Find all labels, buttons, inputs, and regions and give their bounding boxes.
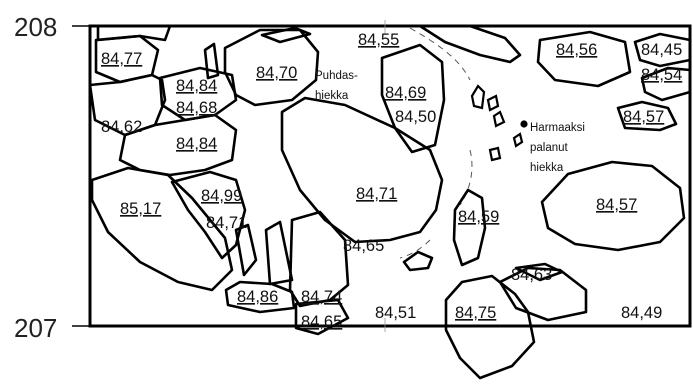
- region-outlines: [88, 24, 692, 380]
- region-ab: [514, 262, 564, 282]
- elevation-label: 84,74: [301, 288, 342, 306]
- region-u: [640, 66, 692, 102]
- elevation-label: 84,65: [301, 313, 342, 331]
- elevation-label: 84,86: [237, 288, 278, 306]
- elevation-label: 84,75: [455, 304, 496, 322]
- puhdas-hiekka-line1: Puhdas-: [315, 70, 358, 82]
- region-p: [280, 96, 444, 244]
- region-j: [170, 170, 247, 260]
- elevation-label: 84,63: [511, 266, 552, 284]
- axis-label-bottom: 207: [14, 313, 57, 343]
- region-r: [418, 24, 522, 64]
- region-q: [380, 43, 446, 154]
- harmaaksi-palanut-line1: Harmaaksi: [530, 122, 585, 134]
- region-t: [633, 32, 692, 68]
- region-k: [234, 223, 258, 277]
- region-h: [118, 113, 238, 177]
- pebble-2: [486, 94, 500, 112]
- puhdas-hiekka-line2: hiekka: [315, 90, 349, 102]
- sample-point-dot: [520, 120, 528, 128]
- elevation-label: 84,70: [256, 64, 297, 82]
- elevation-label: 84,99: [201, 187, 242, 205]
- region-b: [96, 24, 172, 42]
- elevation-label: 84,69: [385, 84, 426, 102]
- elevation-label: 84,68: [176, 99, 217, 117]
- pebble-4: [488, 146, 502, 162]
- elevation-label: 84,62: [101, 118, 142, 136]
- pebble-3: [492, 110, 506, 128]
- pebble-outlines: [470, 84, 524, 162]
- region-d: [158, 66, 238, 122]
- pebble-5: [512, 132, 524, 148]
- region-c: [88, 73, 167, 137]
- elevation-label: 84,57: [596, 196, 637, 214]
- elevation-label: 84,65: [343, 237, 384, 255]
- elevation-label: 84,51: [375, 304, 416, 322]
- harmaaksi-palanut-line2: palanut: [530, 142, 569, 154]
- elevation-label: 84,84: [176, 77, 217, 95]
- region-l: [264, 220, 294, 286]
- pebble-1: [470, 84, 486, 110]
- elevation-label: 85,17: [120, 200, 161, 218]
- region-z: [498, 266, 588, 322]
- map-frame: [88, 24, 692, 328]
- elevation-label: 84,55: [358, 31, 399, 49]
- elevation-label: 84,57: [623, 108, 664, 126]
- region-aa: [444, 274, 536, 380]
- elevation-label: 84,71: [206, 214, 247, 232]
- region-o: [294, 298, 350, 336]
- region-w: [540, 160, 686, 252]
- region-x: [452, 188, 487, 267]
- elevation-label: 84,54: [641, 66, 682, 84]
- elevation-label: 84,84: [176, 135, 217, 153]
- region-g: [260, 26, 312, 44]
- elevation-label: 84,45: [641, 41, 682, 59]
- elevation-label: 84,71: [356, 185, 397, 203]
- elevation-labels: 84,55 84,77 84,84 84,68 84,70 84,62 84,84 84,69…: [101, 31, 682, 331]
- region-n: [224, 280, 296, 314]
- elevation-label: 84,56: [556, 41, 597, 59]
- harmaaksi-palanut-line3: hiekka: [530, 162, 564, 174]
- elevation-label: 84,59: [458, 208, 499, 226]
- elevation-label: 84,77: [101, 50, 142, 68]
- region-y: [402, 250, 434, 272]
- axis-label-top: 208: [14, 12, 57, 42]
- region-e: [203, 42, 220, 80]
- region-i: [90, 166, 234, 292]
- region-v: [616, 100, 678, 132]
- elevation-label: 84,50: [395, 108, 436, 126]
- region-s: [536, 30, 632, 88]
- elevation-label: 84,49: [621, 304, 662, 322]
- dashed-boundary: [399, 27, 473, 259]
